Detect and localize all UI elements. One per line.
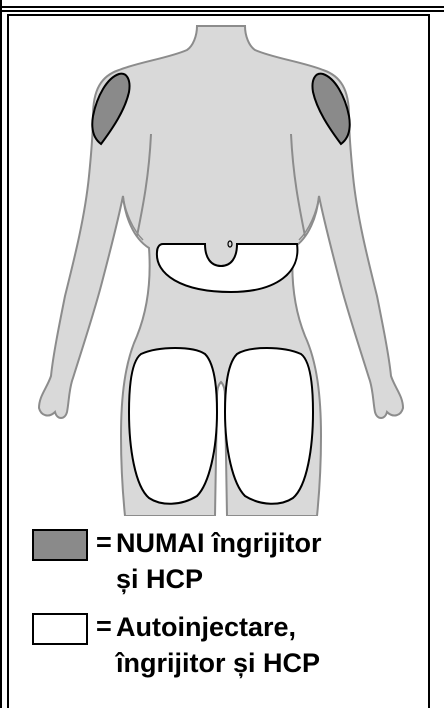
left-rule	[0, 0, 2, 708]
self-injection-swatch	[32, 613, 88, 645]
thigh-site-right	[225, 348, 313, 504]
body-figure-illustration	[9, 16, 428, 516]
top-double-rule	[0, 0, 444, 12]
legend-equals: =	[96, 525, 112, 559]
injection-site-diagram: = NUMAI îngrijitor și HCP = Autoinjectar…	[7, 14, 430, 708]
thigh-site-left	[129, 348, 217, 504]
legend-equals: =	[96, 609, 112, 643]
legend-label-caregiver-hcp: NUMAI îngrijitor și HCP	[116, 525, 421, 597]
caregiver-swatch	[32, 529, 88, 561]
legend-label-self-injection: Autoinjectare, îngrijitor și HCP	[116, 609, 421, 681]
